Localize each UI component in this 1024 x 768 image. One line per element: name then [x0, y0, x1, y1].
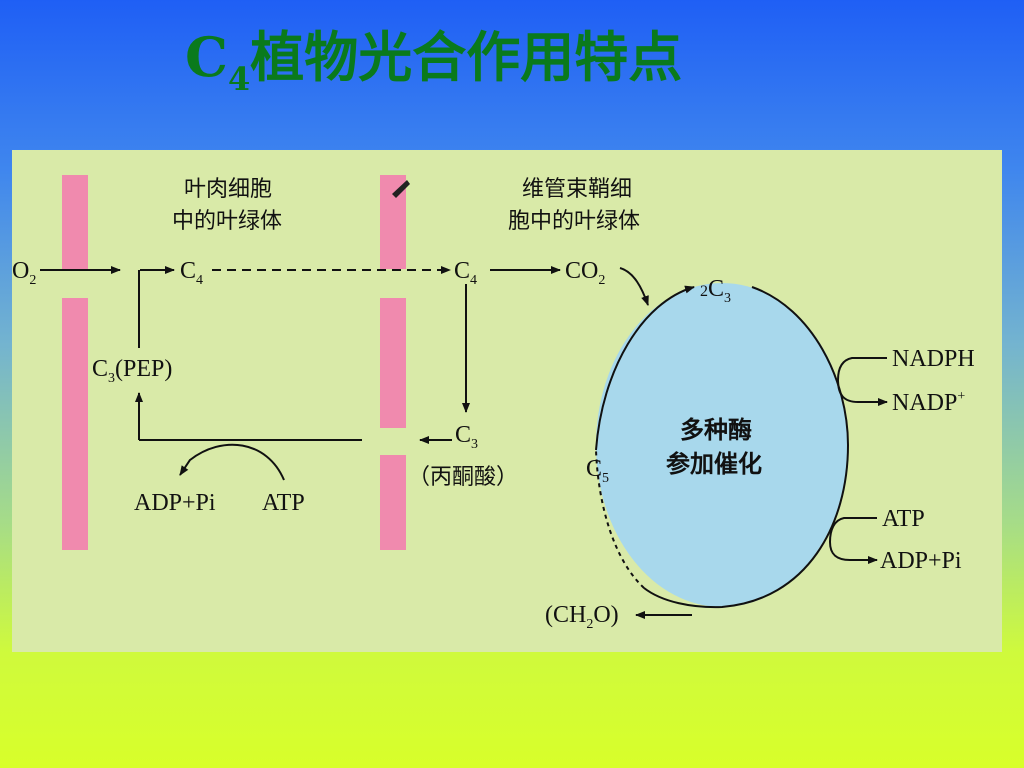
membrane-mark: [392, 180, 410, 198]
title-subscript: 4: [227, 60, 251, 98]
bundle-label-line1: 维管束鞘细: [522, 177, 632, 202]
title-c: C: [185, 25, 228, 89]
mesophyll-label-line2: 中的叶绿体: [172, 209, 282, 234]
bundle-membrane-middle: [380, 298, 406, 428]
bundle-label-line2: 胞中的叶绿体: [508, 209, 640, 234]
nadp-out-arc: [837, 379, 888, 406]
co2-bundle-label: CO2: [565, 258, 605, 288]
enzyme-label-line2: 参加催化: [666, 450, 762, 478]
atp-right-label: ATP: [882, 506, 925, 532]
atp-left-label: ATP: [262, 490, 305, 516]
nadph-label: NADPH: [892, 346, 975, 372]
cycle-arc-top-right: [751, 286, 849, 446]
c4-diagram: 叶肉细胞 中的叶绿体 维管束鞘细 胞中的叶绿体 O2 C4 C4 CO2 C3(…: [12, 175, 975, 632]
c4-right-label: C4: [454, 258, 477, 288]
calvin-cycle-circle: [596, 283, 848, 607]
c4-diagram-panel: 叶肉细胞 中的叶绿体 维管束鞘细 胞中的叶绿体 O2 C4 C4 CO2 C3(…: [12, 150, 1002, 652]
enzyme-label-line1: 多种酶: [680, 416, 752, 444]
c4-left-label: C4: [180, 258, 203, 288]
pyruvate-label: （丙酮酸）: [408, 465, 518, 490]
title-text: 植物光合作用特点: [250, 25, 683, 89]
adp-pi-right-label: ADP+Pi: [880, 548, 962, 574]
cycle-arc-left-top: [595, 285, 695, 451]
two-c3-label: 2C3: [700, 276, 731, 306]
mesophyll-label-line1: 叶肉细胞: [184, 177, 272, 202]
page-title: C4植物光合作用特点: [185, 22, 682, 100]
co2-to-cycle-arrow: [619, 267, 649, 306]
c3-pep-label: C3(PEP): [92, 356, 172, 386]
mesophyll-membrane-bottom: [62, 298, 88, 550]
c5-label: C5: [586, 456, 609, 486]
adp-pi-left-label: ADP+Pi: [134, 490, 216, 516]
nadph-in-arc: [837, 357, 887, 381]
c3-pyruvate-label: C3: [455, 422, 478, 452]
cycle-arc-dashed-left: [595, 449, 645, 589]
atp-consumption-arc-left: [179, 443, 285, 481]
adp-out-arc-right: [829, 541, 878, 564]
mesophyll-membrane-top: [62, 175, 88, 269]
co2-input-label: O2: [12, 258, 36, 288]
ch2o-label: (CH2O): [545, 602, 619, 632]
cycle-arc-right-bottom: [643, 444, 849, 609]
bundle-membrane-bottom: [380, 455, 406, 550]
nadp-label: NADP+: [892, 389, 965, 416]
atp-in-arc-right: [829, 517, 877, 543]
